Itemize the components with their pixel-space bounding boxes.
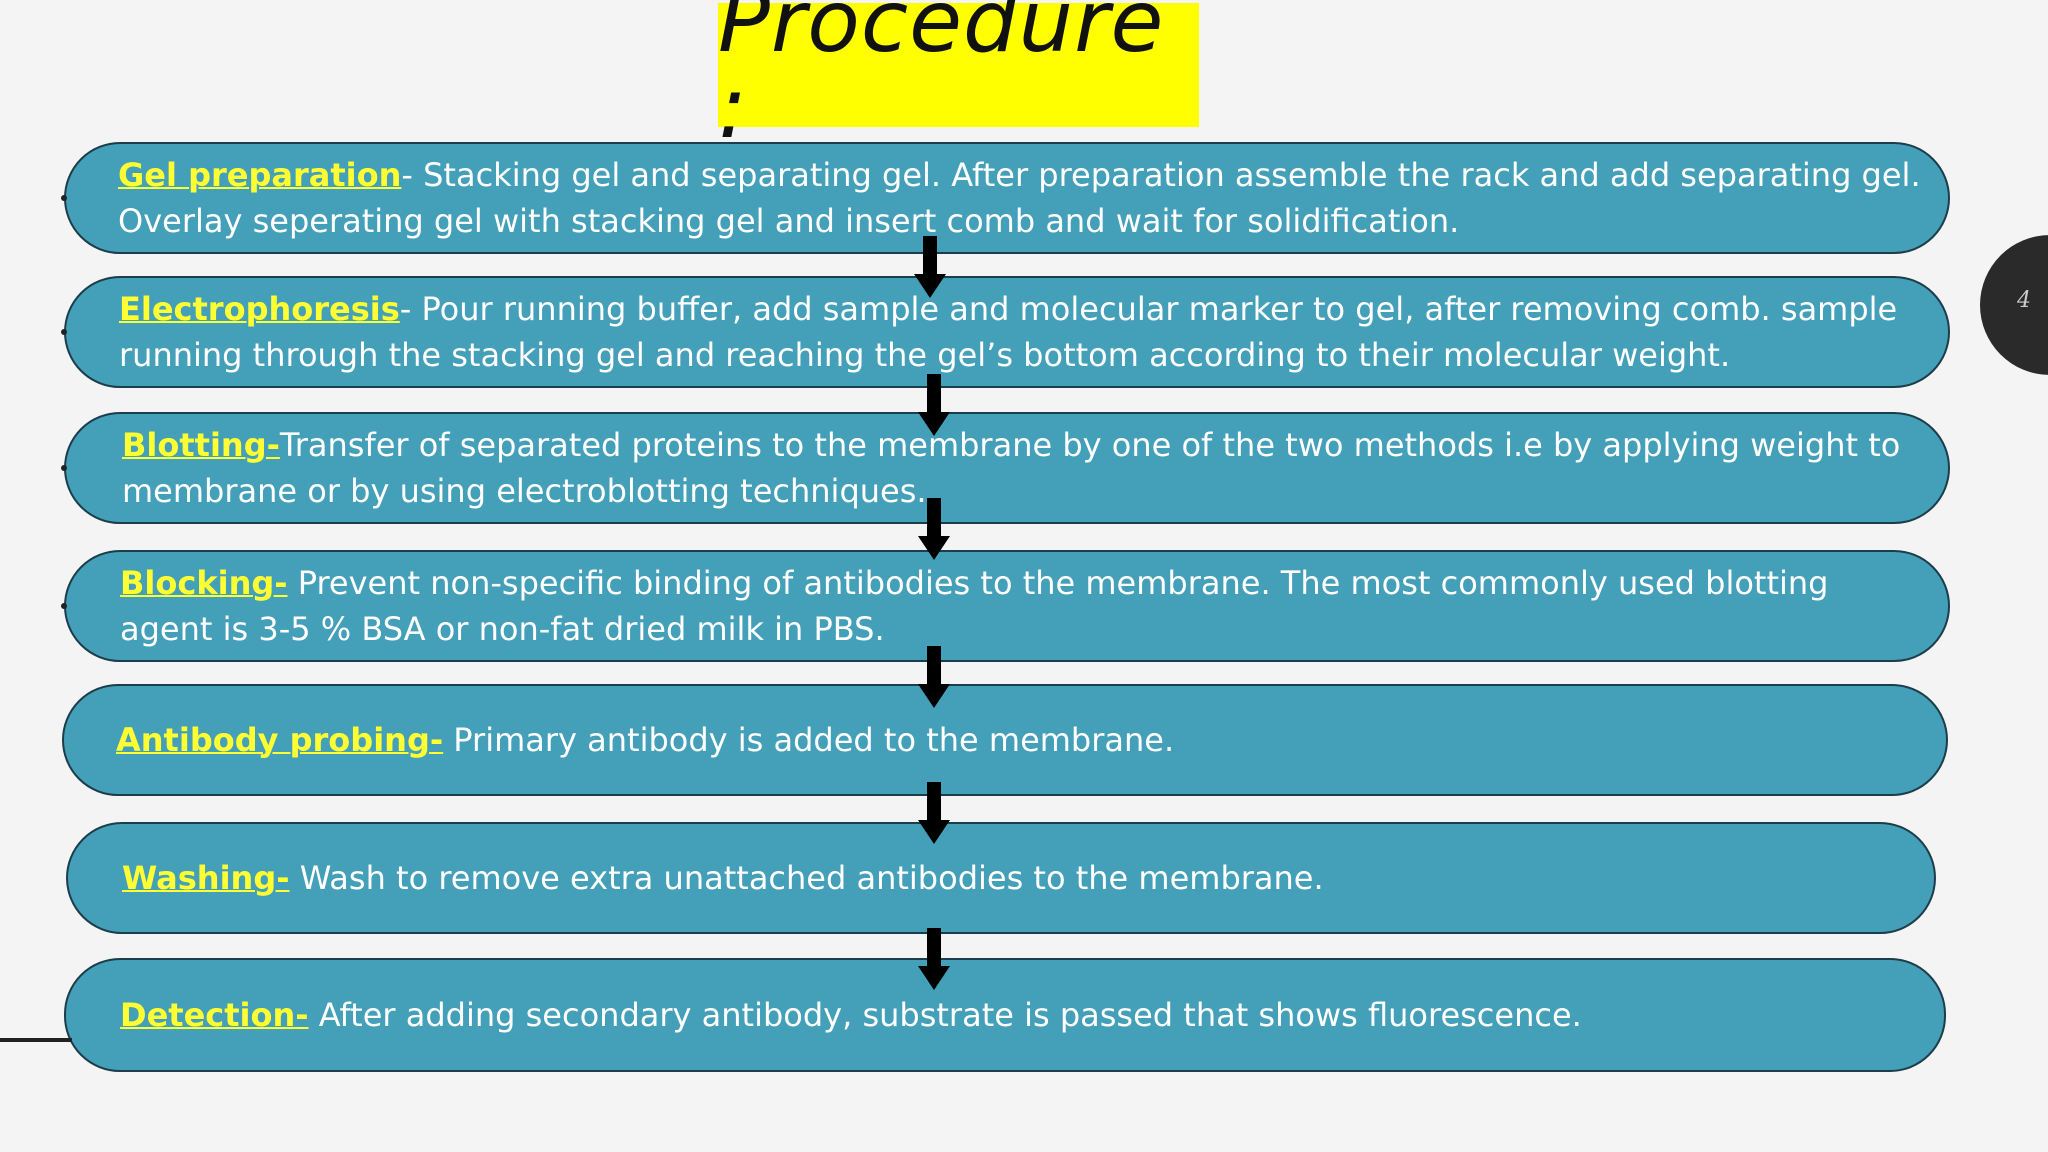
step-electrophoresis: Electrophoresis- Pour running buffer, ad… [64,276,1950,388]
down-arrow-icon [914,236,946,298]
step-title: Antibody probing- [116,721,444,759]
step-title: Electrophoresis [119,290,400,328]
decorative-rule [0,1038,72,1042]
step-text-block: Blotting-Transfer of separated proteins … [122,422,1928,514]
step-description: - Pour running buffer, add sample and mo… [119,290,1898,374]
down-arrow-icon [918,928,950,990]
step-antibody-probing: Antibody probing- Primary antibody is ad… [62,684,1948,796]
step-blocking: Blocking- Prevent non-specific binding o… [64,550,1950,662]
step-text-block: Washing- Wash to remove extra unattached… [122,855,1324,901]
connector-dot [61,329,67,335]
connector-dot [61,465,67,471]
step-description: - Stacking gel and separating gel. After… [118,156,1921,240]
connector-dot [61,195,67,201]
step-washing: Washing- Wash to remove extra unattached… [66,822,1936,934]
step-detection: Detection- After adding secondary antibo… [64,958,1946,1072]
step-title: Blocking- [120,564,288,602]
step-description: Primary antibody is added to the membran… [443,721,1175,759]
down-arrow-icon [918,646,950,708]
step-description: Wash to remove extra unattached antibodi… [289,859,1324,897]
step-text-block: Blocking- Prevent non-specific binding o… [120,560,1928,652]
step-text-block: Electrophoresis- Pour running buffer, ad… [119,286,1928,378]
step-description: Transfer of separated proteins to the me… [122,426,1901,510]
step-blotting: Blotting-Transfer of separated proteins … [64,412,1950,524]
page-number-badge [1980,235,2048,375]
down-arrow-icon [918,374,950,436]
step-text-block: Detection- After adding secondary antibo… [120,992,1582,1038]
step-title: Blotting- [122,426,280,464]
step-text-block: Gel preparation- Stacking gel and separa… [118,152,1928,244]
title-box: Procedure : [718,0,1199,151]
down-arrow-icon [918,498,950,560]
step-text-block: Antibody probing- Primary antibody is ad… [116,717,1174,763]
down-arrow-icon [918,782,950,844]
step-description: Prevent non-specific binding of antibodi… [120,564,1829,648]
step-title: Gel preparation [118,156,402,194]
step-title: Washing- [122,859,290,897]
step-description: After adding secondary antibody, substra… [308,996,1582,1034]
connector-dot [61,603,67,609]
step-title: Detection- [120,996,309,1034]
slide-title: Procedure : [718,0,1165,158]
page-number: 4 [2017,288,2031,313]
step-gel-preparation: Gel preparation- Stacking gel and separa… [64,142,1950,254]
